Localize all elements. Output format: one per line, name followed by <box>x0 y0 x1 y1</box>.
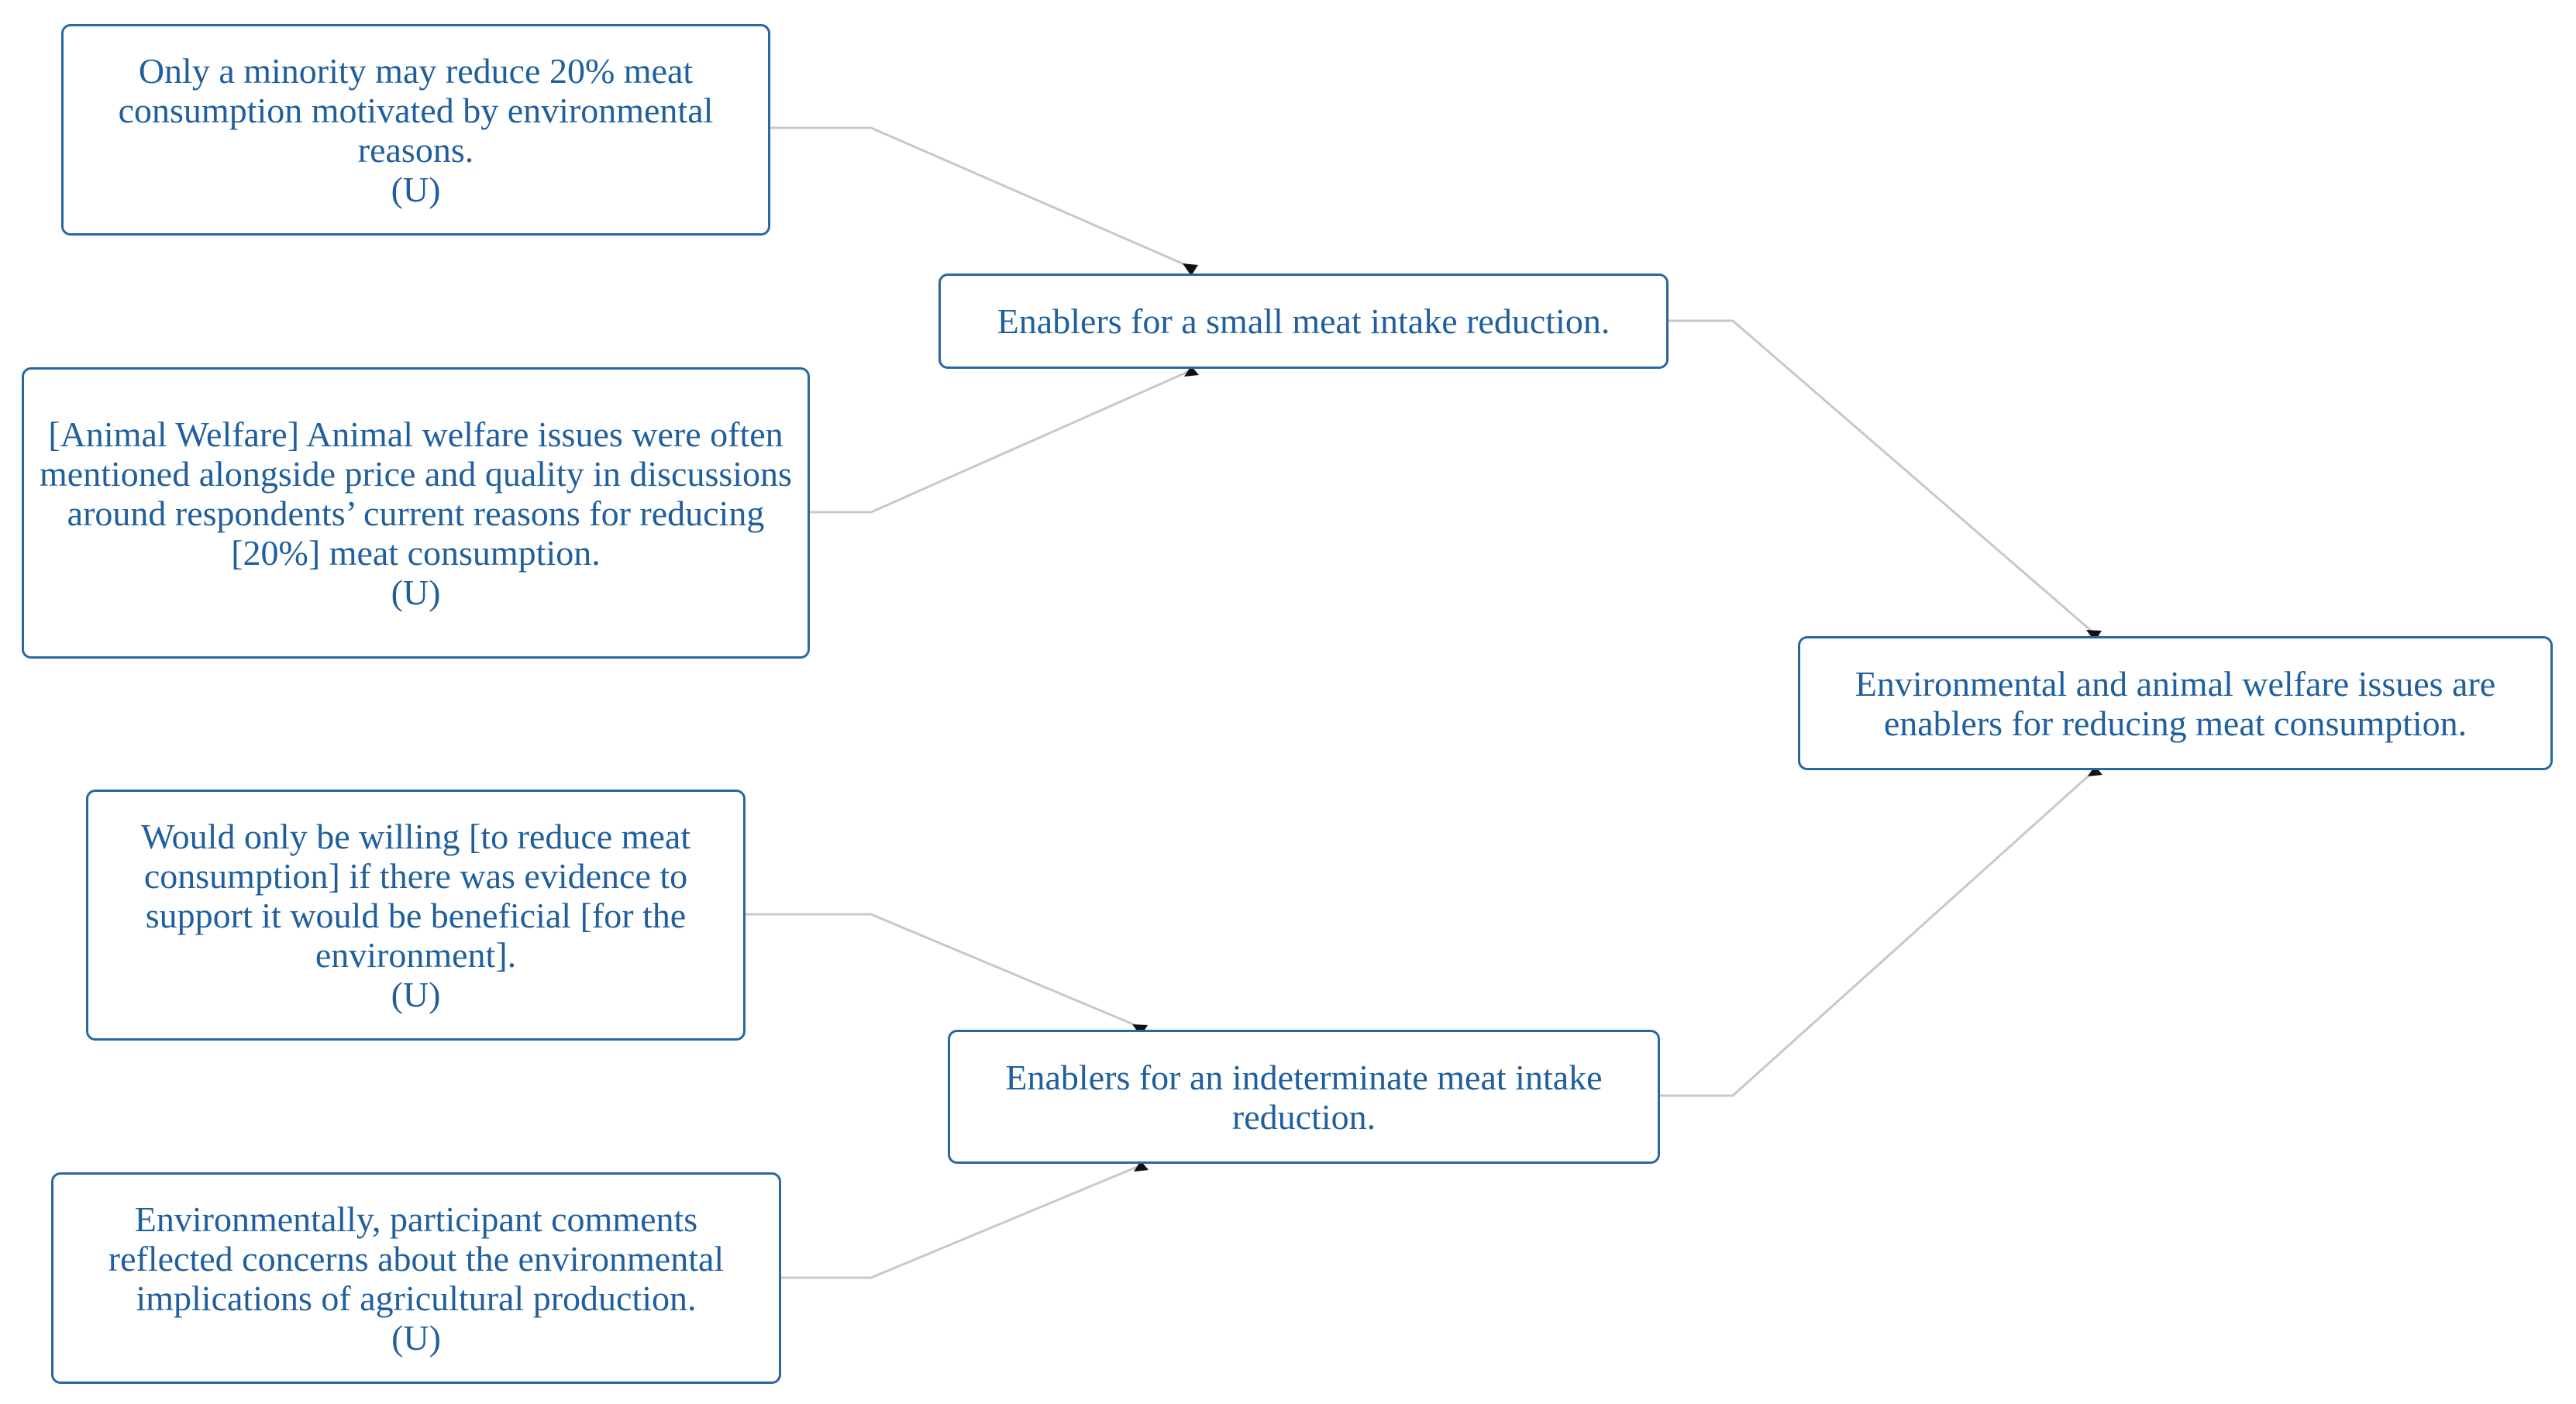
premise-animal-welfare: [Animal Welfare] Animal welfare issues w… <box>22 367 810 659</box>
edge-indeterminate-to-conclusion <box>1660 769 2096 1097</box>
intermediate-indeterminate-reduction: Enablers for an indeterminate meat intak… <box>948 1030 1660 1164</box>
premise-tag: (U) <box>391 572 441 612</box>
intermediate-text: Enablers for a small meat intake reducti… <box>997 301 1610 341</box>
arrowhead-into-conclusion-bottom <box>2088 766 2102 776</box>
edge-q2-to-small <box>810 369 1192 514</box>
intermediate-small-reduction: Enablers for a small meat intake reducti… <box>938 274 1669 369</box>
edge-q4-to-indeterminate <box>781 1164 1142 1279</box>
arrowhead-into-small-bottom <box>1184 366 1199 377</box>
conclusion-enablers: Environmental and animal welfare issues … <box>1798 636 2553 770</box>
premise-evidence-willingness: Would only be willing [to reduce meat co… <box>86 790 746 1041</box>
premise-text: [Animal Welfare] Animal welfare issues w… <box>40 414 792 573</box>
premise-tag: (U) <box>391 1317 441 1358</box>
edge-small-to-conclusion <box>1669 319 2096 635</box>
premise-environmental-concerns: Environmentally, participant comments re… <box>51 1172 781 1384</box>
arrowhead-into-conclusion-top <box>2086 630 2102 642</box>
edge-q1-to-small <box>770 126 1192 269</box>
arrowhead-into-small-top <box>1183 263 1198 276</box>
intermediate-text: Enablers for an indeterminate meat intak… <box>1005 1057 1603 1137</box>
premise-minority-20-percent: Only a minority may reduce 20% meat cons… <box>61 24 770 236</box>
conclusion-text: Environmental and animal welfare issues … <box>1855 663 2496 743</box>
premise-text: Environmentally, participant comments re… <box>108 1199 725 1318</box>
premise-tag: (U) <box>391 169 441 209</box>
premise-text: Would only be willing [to reduce meat co… <box>140 816 691 975</box>
premise-tag: (U) <box>391 974 441 1014</box>
premise-text: Only a minority may reduce 20% meat cons… <box>118 50 714 170</box>
arrowhead-into-indeterminate-bottom <box>1134 1161 1149 1172</box>
edge-q3-to-indeterminate <box>746 913 1142 1029</box>
